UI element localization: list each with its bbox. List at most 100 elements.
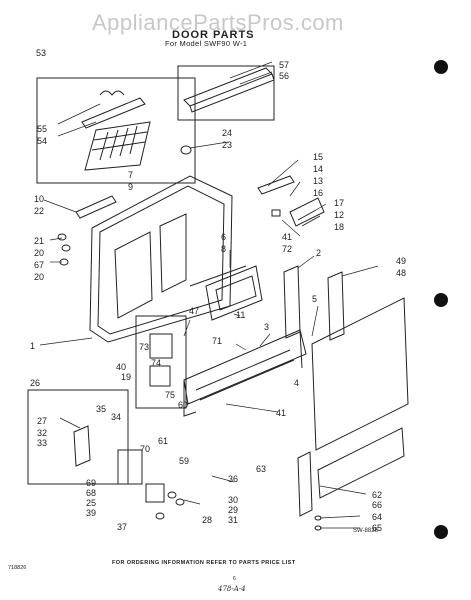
part-callout-12: 12 bbox=[334, 210, 344, 220]
part-callout-23: 23 bbox=[222, 140, 232, 150]
part-callout-35: 35 bbox=[96, 404, 106, 414]
switch-box bbox=[135, 315, 187, 409]
switch-74 bbox=[149, 365, 171, 387]
vent-strip bbox=[81, 90, 146, 129]
part-callout-8: 8 bbox=[221, 244, 226, 254]
binder-hole-top bbox=[434, 60, 448, 74]
handwritten-note: 478-A-4 bbox=[218, 585, 246, 593]
part-callout-29: 29 bbox=[228, 505, 238, 515]
part-callout-24: 24 bbox=[222, 128, 232, 138]
callout-labels: 5355545756242315141316791022212067201712… bbox=[30, 48, 406, 533]
hinge-bracket bbox=[73, 425, 91, 467]
part-callout-15: 15 bbox=[313, 152, 323, 162]
bushing-24 bbox=[180, 145, 192, 155]
part-callout-60: 60 bbox=[178, 400, 188, 410]
watermark: AppliancePartsPros.com bbox=[92, 10, 344, 35]
part-callout-25: 25 bbox=[86, 498, 96, 508]
catalog-code: 718826 bbox=[8, 565, 27, 571]
figure-id: SW-8826 bbox=[353, 528, 378, 534]
part-callout-67: 67 bbox=[34, 260, 44, 270]
part-callout-53: 53 bbox=[36, 48, 46, 58]
part-callout-2: 2 bbox=[316, 248, 321, 258]
page-marker: 6 bbox=[233, 576, 236, 582]
part-callout-9: 9 bbox=[128, 182, 133, 192]
part-callout-72: 72 bbox=[282, 244, 292, 254]
model-subtitle: For Model SWF90 W-1 bbox=[165, 39, 248, 48]
part-callout-69: 69 bbox=[86, 478, 96, 488]
part-callout-70: 70 bbox=[140, 444, 150, 454]
part-callout-55: 55 bbox=[37, 124, 47, 134]
screw-28 bbox=[155, 512, 165, 520]
bracket-39 bbox=[145, 483, 165, 503]
part-callout-16: 16 bbox=[313, 188, 323, 198]
part-callout-48: 48 bbox=[396, 268, 406, 278]
part-callout-32: 32 bbox=[37, 428, 47, 438]
part-callout-33: 33 bbox=[37, 438, 47, 448]
part-callout-41: 41 bbox=[282, 232, 292, 242]
binder-hole-middle bbox=[434, 293, 448, 307]
part-callout-57: 57 bbox=[279, 60, 289, 70]
part-callout-34: 34 bbox=[111, 412, 121, 422]
part-callout-54: 54 bbox=[37, 136, 47, 146]
part-callout-14: 14 bbox=[313, 164, 323, 174]
part-callout-20: 20 bbox=[34, 272, 44, 282]
part-callout-30: 30 bbox=[228, 495, 238, 505]
part-callout-40: 40 bbox=[116, 362, 126, 372]
part-callout-75: 75 bbox=[165, 390, 175, 400]
part-callout-62: 62 bbox=[372, 490, 382, 500]
part-callout-7: 7 bbox=[128, 170, 133, 180]
part-callout-71: 71 bbox=[212, 336, 222, 346]
outer-door-panel bbox=[311, 271, 409, 451]
part-callout-28: 28 bbox=[202, 515, 212, 525]
lower-door-frame bbox=[183, 329, 307, 417]
handle-rod bbox=[189, 265, 247, 287]
part-callout-74: 74 bbox=[151, 358, 161, 368]
top-trim-channel bbox=[183, 67, 275, 113]
part-callout-6: 6 bbox=[221, 232, 226, 242]
part-callout-73: 73 bbox=[139, 342, 149, 352]
part-callout-47: 47 bbox=[189, 306, 199, 316]
part-callout-36: 36 bbox=[228, 474, 238, 484]
side-channel-2 bbox=[283, 265, 301, 339]
part-callout-37: 37 bbox=[117, 522, 127, 532]
binder-hole-bottom bbox=[434, 525, 448, 539]
screw-20 bbox=[61, 244, 71, 252]
part-callout-41: 41 bbox=[276, 408, 286, 418]
part-callout-21: 21 bbox=[34, 236, 44, 246]
part-callout-11: 11 bbox=[236, 310, 245, 320]
part-callout-31: 31 bbox=[228, 515, 238, 525]
part-callout-19: 19 bbox=[121, 372, 131, 382]
part-callout-27: 27 bbox=[37, 416, 47, 426]
part-callout-10: 10 bbox=[34, 194, 44, 204]
part-callout-63: 63 bbox=[256, 464, 266, 474]
washer-30 bbox=[175, 498, 185, 506]
vent-assembly-box bbox=[36, 77, 196, 184]
page-title: DOOR PARTS bbox=[172, 29, 255, 41]
control-plate bbox=[117, 449, 143, 485]
screw-21 bbox=[57, 233, 67, 241]
kick-plate bbox=[297, 427, 405, 517]
part-callout-26: 26 bbox=[30, 378, 40, 388]
inner-door-panel bbox=[89, 175, 233, 343]
part-callout-1: 1 bbox=[30, 341, 35, 351]
part-callout-64: 64 bbox=[372, 512, 382, 522]
part-callout-68: 68 bbox=[86, 488, 96, 498]
screw-36 bbox=[167, 491, 177, 499]
part-callout-17: 17 bbox=[334, 198, 344, 208]
leader-lines bbox=[39, 61, 379, 529]
top-trim-box bbox=[177, 65, 275, 121]
part-callout-20: 20 bbox=[34, 248, 44, 258]
latch-assembly bbox=[257, 175, 325, 227]
part-callout-3: 3 bbox=[264, 322, 269, 332]
part-callout-4: 4 bbox=[294, 378, 299, 388]
door-handle bbox=[205, 265, 263, 321]
part-callout-66: 66 bbox=[372, 500, 382, 510]
part-callout-39: 39 bbox=[86, 508, 96, 518]
part-callout-18: 18 bbox=[334, 222, 344, 232]
switch-73 bbox=[149, 333, 173, 359]
vent-grille bbox=[84, 121, 151, 171]
part-callout-56: 56 bbox=[279, 71, 289, 81]
part-callout-65: 65 bbox=[372, 523, 382, 533]
